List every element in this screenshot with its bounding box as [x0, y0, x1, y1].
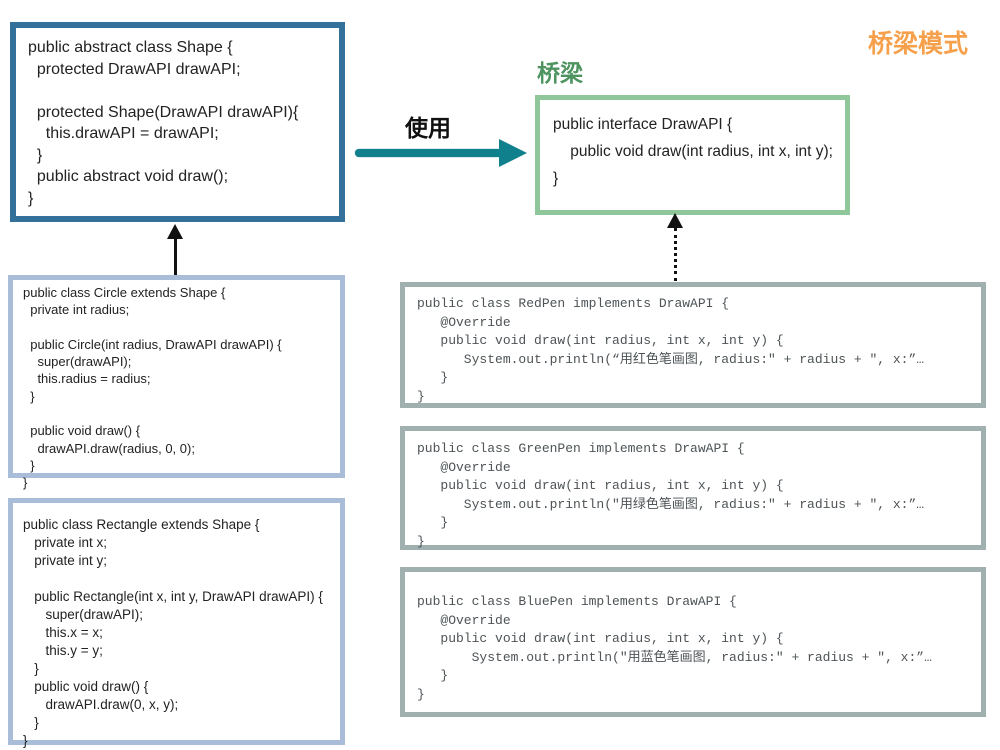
pattern-title: 桥梁模式	[868, 30, 969, 58]
inheritance-arrow-head-icon	[167, 224, 183, 239]
bluepen-class-code: public class BluePen implements DrawAPI …	[417, 594, 932, 702]
circle-class-box: public class Circle extends Shape { priv…	[8, 275, 345, 490]
rectangle-class-code: public class Rectangle extends Shape { p…	[23, 517, 323, 748]
greenpen-class-box: public class GreenPen implements DrawAPI…	[400, 426, 986, 550]
shape-class-box: public abstract class Shape { protected …	[10, 22, 345, 222]
bluepen-class-box: public class BluePen implements DrawAPI …	[400, 567, 986, 717]
drawapi-interface-box: public interface DrawAPI { public void d…	[535, 95, 850, 215]
use-label: 使用	[405, 115, 451, 141]
drawapi-interface-code: public interface DrawAPI { public void d…	[553, 116, 832, 187]
redpen-class-box: public class RedPen implements DrawAPI {…	[400, 282, 986, 408]
greenpen-class-code: public class GreenPen implements DrawAPI…	[417, 441, 925, 549]
inheritance-arrow-icon	[174, 238, 177, 275]
circle-class-code: public class Circle extends Shape { priv…	[23, 285, 282, 491]
redpen-class-code: public class RedPen implements DrawAPI {…	[417, 296, 925, 404]
bridge-label: 桥梁	[537, 60, 583, 86]
use-arrow-head-icon	[499, 139, 527, 167]
implements-arrow-head-icon	[667, 213, 683, 228]
implements-arrow-icon	[674, 228, 677, 281]
rectangle-class-box: public class Rectangle extends Shape { p…	[8, 498, 345, 748]
use-arrow-icon	[355, 149, 503, 157]
shape-class-code: public abstract class Shape { protected …	[28, 39, 299, 207]
